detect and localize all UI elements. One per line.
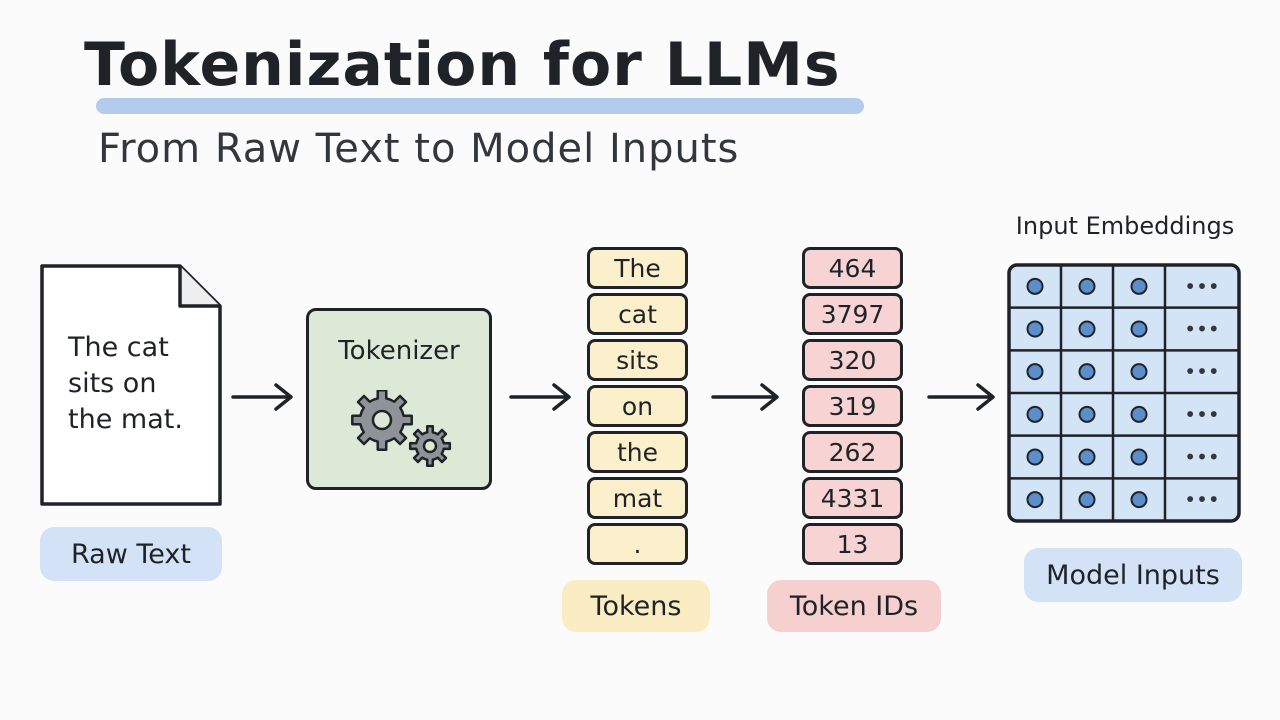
embeddings-heading: Input Embeddings <box>1015 212 1235 240</box>
token-cell: cat <box>587 293 688 335</box>
document-icon <box>40 264 222 506</box>
token-cell: on <box>587 385 688 427</box>
page-subtitle: From Raw Text to Model Inputs <box>98 126 740 172</box>
embedding-dot <box>1130 363 1148 381</box>
token-id-cell: 262 <box>802 431 903 473</box>
arrow-right-icon <box>509 383 571 411</box>
token-cell: The <box>587 247 688 289</box>
token-id-cell: 319 <box>802 385 903 427</box>
embedding-matrix: ••• ••• ••• ••• ••• ••• <box>1007 263 1241 523</box>
title-underline <box>96 98 864 114</box>
raw-text-label: Raw Text <box>40 527 222 581</box>
embedding-dot <box>1026 363 1044 381</box>
embedding-dot <box>1026 320 1044 338</box>
embedding-dot <box>1078 320 1096 338</box>
raw-text-content: The cat sits on the mat. <box>68 330 208 438</box>
token-id-cell: 3797 <box>802 293 903 335</box>
embedding-dot <box>1130 320 1148 338</box>
embedding-ellipsis: ••• <box>1184 317 1219 341</box>
tokens-label: Tokens <box>562 580 710 632</box>
embedding-dot <box>1026 448 1044 466</box>
embedding-dot <box>1078 277 1096 295</box>
embedding-dot <box>1078 405 1096 423</box>
arrow-right-icon <box>927 383 995 411</box>
token-id-cell: 464 <box>802 247 903 289</box>
token-id-cell: 320 <box>802 339 903 381</box>
raw-text-line: sits on <box>68 368 157 399</box>
token-cell: the <box>587 431 688 473</box>
embedding-ellipsis: ••• <box>1184 445 1219 469</box>
embedding-dot <box>1130 277 1148 295</box>
gears-icon <box>351 390 452 468</box>
token-cell: sits <box>587 339 688 381</box>
raw-text-line: The cat <box>68 332 169 363</box>
token-ids-label: Token IDs <box>767 580 941 632</box>
embedding-dot <box>1130 405 1148 423</box>
embedding-dot <box>1026 491 1044 509</box>
embedding-ellipsis: ••• <box>1184 274 1219 298</box>
embedding-dot <box>1078 491 1096 509</box>
embedding-dot <box>1078 448 1096 466</box>
token-cell: . <box>587 523 688 565</box>
embedding-dot <box>1130 448 1148 466</box>
page-title: Tokenization for LLMs <box>84 30 841 100</box>
arrow-right-icon <box>231 383 293 411</box>
token-cell: mat <box>587 477 688 519</box>
arrow-right-icon <box>711 383 779 411</box>
embedding-dot <box>1130 491 1148 509</box>
embedding-ellipsis: ••• <box>1184 488 1219 512</box>
tokenizer-label: Tokenizer <box>338 336 460 366</box>
embedding-dot <box>1078 363 1096 381</box>
embedding-ellipsis: ••• <box>1184 402 1219 426</box>
embedding-dot <box>1026 277 1044 295</box>
embedding-dot <box>1026 405 1044 423</box>
embedding-ellipsis: ••• <box>1184 360 1219 384</box>
token-id-cell: 13 <box>802 523 903 565</box>
token-id-cell: 4331 <box>802 477 903 519</box>
model-inputs-label: Model Inputs <box>1024 548 1242 602</box>
raw-text-line: the mat. <box>68 404 183 435</box>
